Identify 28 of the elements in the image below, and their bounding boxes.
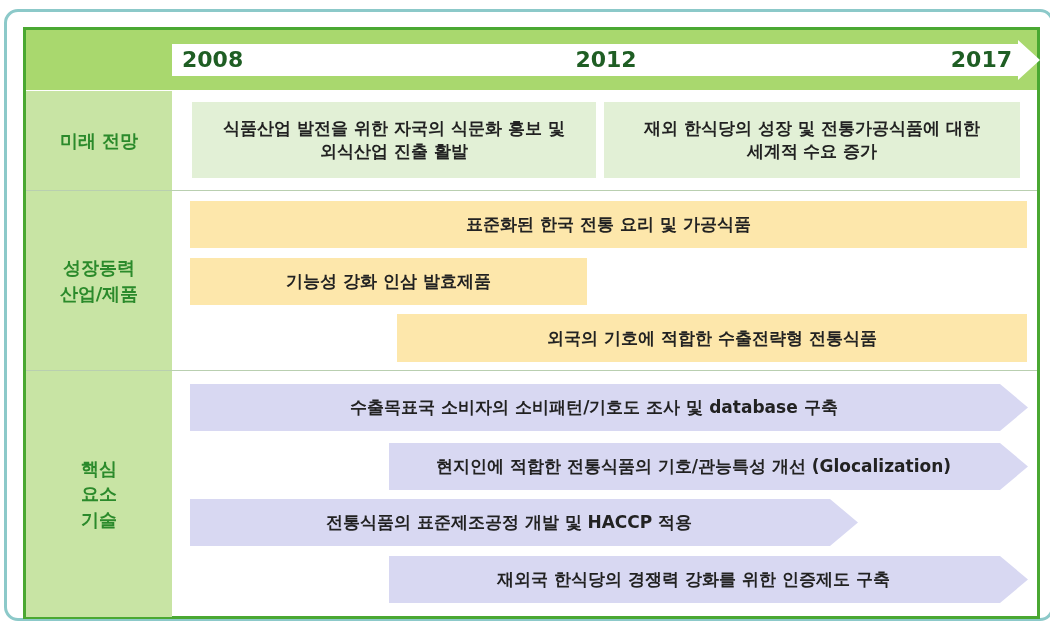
item-box [604, 102, 1020, 178]
item-box [397, 314, 1027, 362]
item-text: 식품산업 발전을 위한 자국의 식문화 홍보 및 외식산업 진출 활발 [222, 117, 566, 163]
item-box [190, 201, 1027, 248]
year-label: 2017 [950, 46, 1012, 74]
year-label: 2012 [575, 46, 637, 74]
chevron-bar [190, 499, 858, 546]
item-box [190, 258, 587, 305]
year-label: 2008 [182, 46, 244, 74]
chevron-bar [389, 443, 1028, 490]
row-header [26, 91, 172, 190]
timeline-arrow [172, 40, 1040, 80]
row-heading: 미래 전망 [58, 128, 140, 153]
task-text: 현지인에 적합한 전통식품의 기호/관능특성 개선 (Glocalization) [435, 455, 952, 478]
item-text: 외국의 기호에 적합한 수출전략형 전통식품 [547, 326, 877, 350]
item-box [192, 102, 596, 178]
item-text: 기능성 강화 인삼 발효제품 [286, 270, 491, 293]
item-text: 표준화된 한국 전통 요리 및 가공식품 [466, 213, 751, 236]
chevron-bar [389, 556, 1028, 603]
task-text: 수출목표국 소비자의 소비패턴/기호도 조사 및 database 구축 [350, 396, 838, 419]
row-heading: 핵심 요소 기술 [80, 457, 118, 532]
row-header [26, 371, 172, 617]
task-text: 전통식품의 표준제조공정 개발 및 HACCP 적용 [325, 511, 693, 534]
row-heading: 성장동력 산업/제품 [58, 256, 140, 306]
item-text: 재외 한식당의 성장 및 전통가공식품에 대한 세계적 수요 증가 [643, 117, 981, 163]
row-header [26, 191, 172, 370]
task-text: 재외국 한식당의 경쟁력 강화를 위한 인증제도 구축 [497, 568, 890, 591]
chevron-bar [190, 384, 1028, 431]
